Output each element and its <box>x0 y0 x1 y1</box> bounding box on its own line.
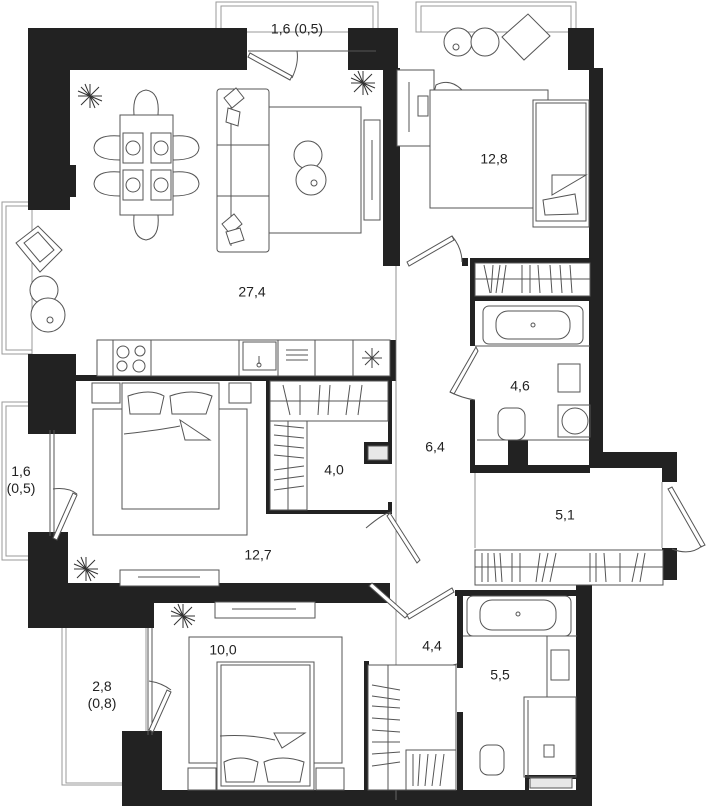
sofa <box>216 87 270 253</box>
bathroom-bottom-fixtures <box>463 595 577 789</box>
walk-in-closet-shelves <box>269 380 389 511</box>
sink-icon <box>242 341 277 371</box>
dishwasher-icon <box>286 349 308 361</box>
rug-and-coffee-table <box>268 106 362 234</box>
balcony-top-outline <box>215 1 379 33</box>
wardrobe-top <box>474 262 591 297</box>
balcony-label-top: 1,6 (0,5) <box>270 20 324 37</box>
bedroom-bottom-furniture <box>187 601 345 791</box>
room-label-bathroom-bottom: 5,5 <box>490 666 510 683</box>
plant-icon <box>73 556 99 582</box>
room-label-bedroom-middle: 12,7 <box>244 546 272 563</box>
wardrobe-corridor <box>474 549 664 586</box>
plant-icon <box>170 603 196 629</box>
room-label-bedroom-bottom: 10,0 <box>209 641 237 658</box>
room-label-bedroom-top-right: 12,8 <box>480 150 508 167</box>
doors <box>52 50 706 733</box>
armchair-living <box>15 225 66 333</box>
balcony-label-bottom-left: 2,8 (0,8) <box>87 678 117 711</box>
room-label-entry-closet: 4,4 <box>422 637 442 654</box>
walls <box>28 28 677 806</box>
balcony-bottom-left-outline <box>61 619 149 786</box>
bathroom-top-fixtures <box>475 305 591 441</box>
fridge-snowflake-icon <box>362 348 382 368</box>
room-label-hallway: 6,4 <box>425 438 445 455</box>
tv-unit <box>363 119 381 221</box>
room-label-bathroom-top: 4,6 <box>510 377 530 394</box>
balcony-top-right-outline <box>415 1 577 33</box>
kitchen-counter <box>96 339 391 377</box>
room-label-walk-in-closet: 4,0 <box>324 461 344 478</box>
bedroom-top-furniture <box>396 13 590 228</box>
room-label-corridor: 5,1 <box>555 506 575 523</box>
plant-icon <box>350 70 376 96</box>
entry-closet-shelves <box>367 664 457 791</box>
cooktop-icon <box>116 345 146 373</box>
dining-table <box>93 89 200 241</box>
plant-icons <box>73 70 376 629</box>
plant-icon <box>77 83 103 109</box>
room-label-living-kitchen: 27,4 <box>238 283 266 300</box>
bedroom-middle-furniture <box>91 382 252 536</box>
dresser-middle <box>119 569 220 587</box>
balcony-label-left: 1,6 (0,5) <box>6 463 36 496</box>
